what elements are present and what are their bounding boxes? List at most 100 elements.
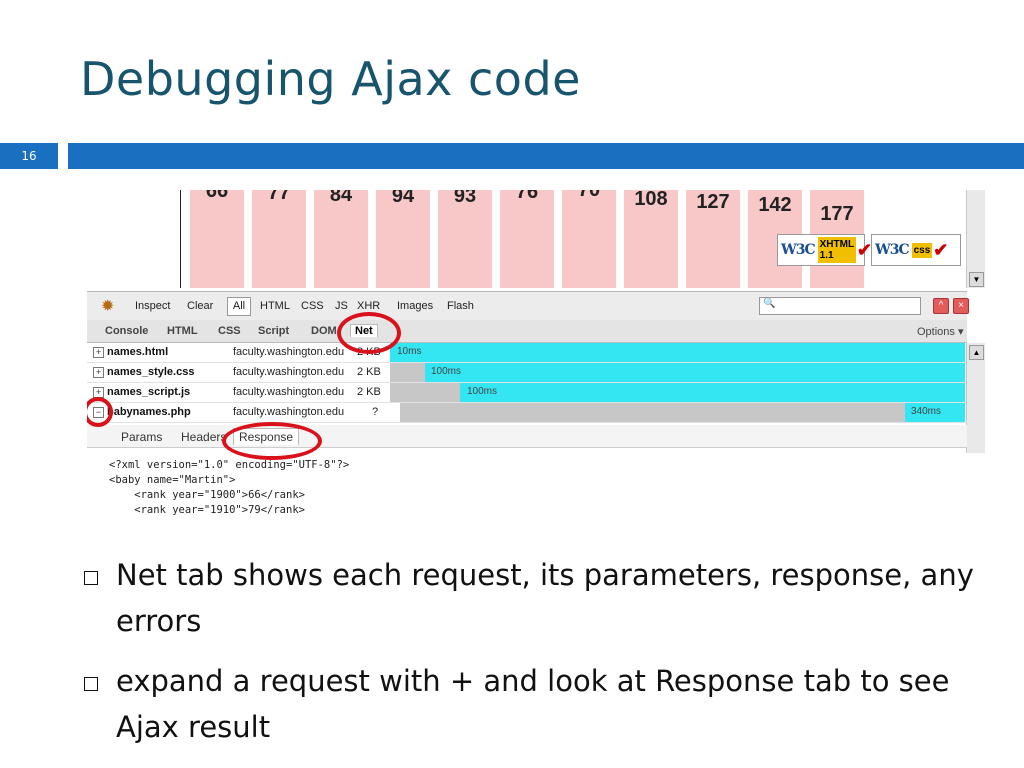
options-menu[interactable]: Options ▾ <box>917 326 964 338</box>
column-value: 76 <box>515 190 539 203</box>
net-tab-highlight <box>337 312 401 354</box>
w3c-logo: W3C <box>875 242 910 258</box>
square-bullet-icon <box>84 571 98 585</box>
column-value: 66 <box>205 190 229 202</box>
filter-css-button[interactable]: CSS <box>301 300 324 312</box>
column-value: 77 <box>267 190 291 204</box>
popularity-column: 127 <box>686 190 740 288</box>
request-domain: faculty.washington.edu <box>233 366 345 378</box>
timeline-bar <box>460 383 965 402</box>
w3c-xhtml-badge[interactable]: W3C XHTML 1.1 ✔ <box>777 234 872 266</box>
page-area: 66 77 84 94 93 76 70 108 127 142 177 W3C… <box>87 190 967 288</box>
scroll-up-icon[interactable]: ▲ <box>969 345 984 360</box>
request-domain: faculty.washington.edu <box>233 406 345 418</box>
w3c-css-badge[interactable]: W3C css ✔ <box>871 234 961 266</box>
tab-params[interactable]: Params <box>121 430 163 444</box>
filter-js-button[interactable]: JS <box>335 300 348 312</box>
firebug-panel-tabs: Console HTML CSS Script DOM Net Options … <box>87 320 967 343</box>
net-request-row[interactable]: − babynames.php faculty.washington.edu ?… <box>87 403 967 423</box>
tab-headers[interactable]: Headers <box>181 430 227 444</box>
bullet-text: Net tab shows each request, its paramete… <box>116 558 974 638</box>
title-rule <box>68 143 1024 169</box>
timeline-bar <box>905 403 965 422</box>
net-request-row[interactable]: + names.html faculty.washington.edu 2 KB… <box>87 343 967 363</box>
timeline-bar <box>425 363 965 382</box>
filter-all-button[interactable]: All <box>227 297 251 316</box>
timeline-wait-bar <box>390 363 425 382</box>
inspect-button[interactable]: Inspect <box>135 300 171 312</box>
tab-css[interactable]: CSS <box>218 325 241 337</box>
xhtml-label: XHTML 1.1 <box>817 237 856 263</box>
popularity-column: 77 <box>252 190 306 288</box>
request-file: names.html <box>107 346 169 358</box>
request-file: names_script.js <box>107 386 191 398</box>
request-domain: faculty.washington.edu <box>233 386 345 398</box>
timeline-wait-bar <box>390 383 460 402</box>
filter-html-button[interactable]: HTML <box>260 300 290 312</box>
column-value: 93 <box>453 190 477 207</box>
popularity-column: 66 <box>190 190 244 288</box>
filter-images-button[interactable]: Images <box>397 300 434 312</box>
xml-line: <baby name="Martin"> <box>109 474 236 486</box>
bullet-item: Net tab shows each request, its paramete… <box>84 552 984 644</box>
timeline-wait-bar <box>400 403 905 422</box>
slide-number: 16 <box>0 143 58 169</box>
column-value: 127 <box>696 191 730 213</box>
column-value: 142 <box>758 194 792 216</box>
request-file: babynames.php <box>107 406 191 418</box>
popularity-column: 84 <box>314 190 368 288</box>
tab-dom[interactable]: DOM <box>311 325 337 337</box>
checkmark-icon: ✔ <box>933 239 949 260</box>
request-size: ? <box>372 406 379 418</box>
css-label: css <box>911 242 933 258</box>
page-border <box>180 190 181 288</box>
column-value: 84 <box>329 190 353 206</box>
net-request-row[interactable]: + names_script.js faculty.washington.edu… <box>87 383 967 403</box>
checkmark-icon: ✔ <box>856 239 872 260</box>
request-time: 10ms <box>397 346 422 357</box>
request-domain: faculty.washington.edu <box>233 346 345 358</box>
page-scrollbar[interactable]: ▼ <box>966 190 985 288</box>
request-detail-tabs: Params Headers Response <box>87 425 967 448</box>
net-request-row[interactable]: + names_style.css faculty.washington.edu… <box>87 363 967 383</box>
net-scrollbar[interactable]: ▲ <box>966 343 985 453</box>
column-value: 108 <box>634 190 668 210</box>
expand-icon[interactable]: + <box>93 347 104 358</box>
xml-line: <rank year="1900">66</rank> <box>109 489 305 501</box>
popularity-column: 93 <box>438 190 492 288</box>
search-input[interactable]: 🔍 <box>759 297 921 315</box>
search-icon: 🔍 <box>763 298 776 309</box>
w3c-logo: W3C <box>781 242 816 258</box>
request-size: 2 KB <box>357 366 381 378</box>
tab-html[interactable]: HTML <box>167 325 198 337</box>
timeline-bar <box>390 343 965 362</box>
column-value: 94 <box>391 190 415 207</box>
filter-xhr-button[interactable]: XHR <box>357 300 381 312</box>
square-bullet-icon <box>84 677 98 691</box>
column-value: 177 <box>820 203 854 225</box>
request-time: 100ms <box>467 386 498 397</box>
tab-script[interactable]: Script <box>258 325 290 337</box>
request-file: names_style.css <box>107 366 195 378</box>
tab-console[interactable]: Console <box>105 325 149 337</box>
popularity-column: 94 <box>376 190 430 288</box>
bullet-list: Net tab shows each request, its paramete… <box>84 552 984 764</box>
expand-icon[interactable]: + <box>93 367 104 378</box>
popularity-column: 70 <box>562 190 616 288</box>
firebug-toolbar: ✹ Inspect Clear All HTML CSS JS XHR Imag… <box>87 291 969 321</box>
request-size: 2 KB <box>357 386 381 398</box>
xml-line: <rank year="1910">79</rank> <box>109 504 305 516</box>
filter-flash-button[interactable]: Flash <box>447 300 474 312</box>
firebug-icon[interactable]: ✹ <box>101 298 115 315</box>
popularity-column: 76 <box>500 190 554 288</box>
slide-title: Debugging Ajax code <box>80 52 581 106</box>
close-icon[interactable]: × <box>953 298 969 314</box>
expand-highlight <box>87 397 113 427</box>
request-time: 340ms <box>911 406 942 417</box>
xml-line: <?xml version="1.0" encoding="UTF-8"?> <box>109 459 350 471</box>
popularity-column: 108 <box>624 190 678 288</box>
response-tab-highlight <box>222 422 322 460</box>
detach-icon[interactable]: ^ <box>933 298 949 314</box>
scroll-down-icon[interactable]: ▼ <box>969 272 984 287</box>
clear-button[interactable]: Clear <box>187 300 214 312</box>
